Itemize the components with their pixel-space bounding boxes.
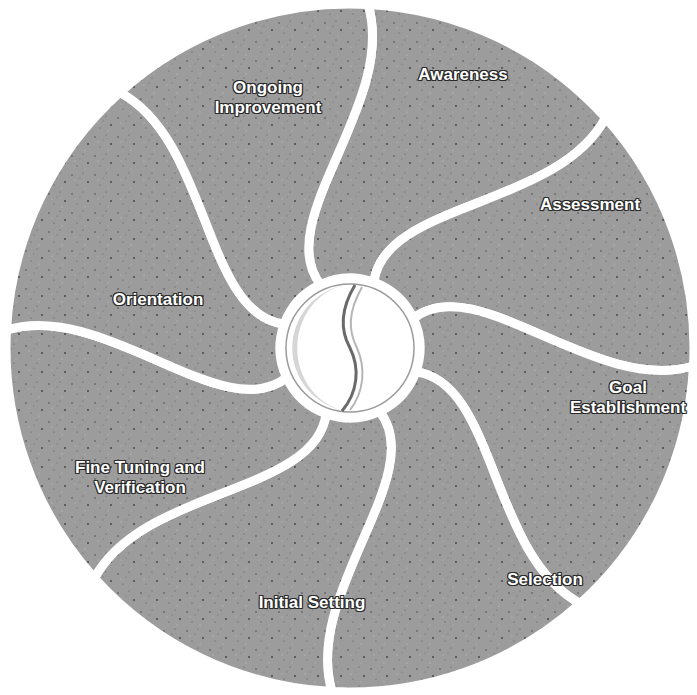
segment-label: Ongoing Improvement (193, 78, 343, 117)
segment-label: Initial Setting (259, 593, 366, 613)
segment-label: Awareness (418, 65, 507, 85)
segment-label: Goal Establishment (553, 378, 697, 417)
segment-label-box: Orientation (83, 290, 233, 310)
segment-label-box: Goal Establishment (553, 378, 697, 417)
segment-label-box: Selection (470, 570, 620, 590)
segment-label: Orientation (113, 290, 204, 310)
segment-label-box: Fine Tuning and Verification (65, 458, 215, 497)
segment-label-box: Awareness (388, 65, 538, 85)
segment-label-box: Assessment (515, 195, 665, 215)
segment-label-box: Initial Setting (237, 593, 387, 613)
segment-label-box: Ongoing Improvement (193, 78, 343, 117)
segment-label: Selection (507, 570, 583, 590)
segment-outline (120, 4, 373, 324)
segment-label: Assessment (540, 195, 640, 215)
segment-label: Fine Tuning and Verification (65, 458, 215, 497)
